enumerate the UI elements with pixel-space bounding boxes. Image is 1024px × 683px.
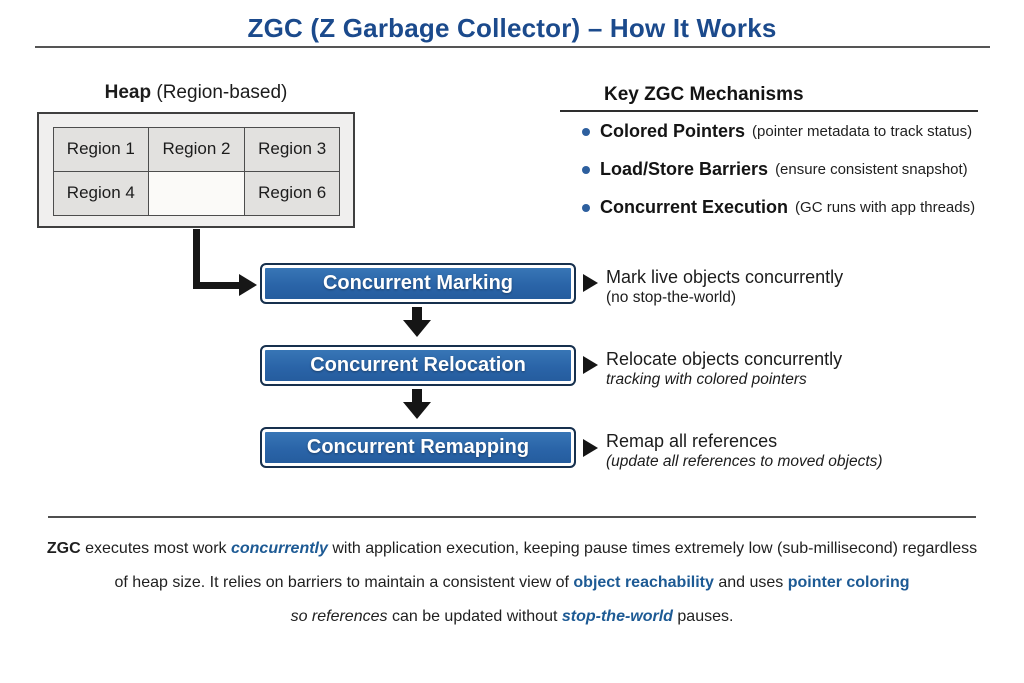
text-segment: can be updated without: [387, 608, 562, 625]
footer-paragraph-line: so references can be updated without sto…: [0, 608, 1024, 626]
flow-step-description: Relocate objects concurrently tracking w…: [606, 348, 842, 389]
elbow-arrow-vertical: [193, 229, 200, 289]
mechanism-note: (GC runs with app threads): [795, 199, 976, 216]
heap-region-cell: Region 4: [52, 170, 150, 216]
heap-region-cell: Region 2: [148, 126, 245, 172]
mechanisms-divider: [560, 110, 978, 112]
footer-paragraph-line: of heap size. It relies on barriers to m…: [0, 574, 1024, 592]
mechanism-note: (ensure consistent snapshot): [775, 161, 968, 178]
bullet-icon: [582, 127, 590, 136]
right-arrowhead-icon: [583, 356, 598, 374]
title-divider: [35, 46, 990, 48]
flow-step-concurrent-relocation: Concurrent Relocation: [260, 345, 576, 386]
heap-heading-bold: Heap: [104, 82, 152, 103]
down-arrow-icon: [403, 320, 431, 337]
text-segment: and uses: [713, 574, 788, 591]
bullet-icon: [582, 165, 590, 174]
footer-paragraph-line: ZGC executes most work concurrently with…: [0, 540, 1024, 558]
text-segment: object reachability: [573, 574, 714, 591]
down-arrow-icon: [412, 307, 422, 321]
heap-region-cell: Region 1: [52, 126, 150, 172]
mechanism-note: (pointer metadata to track status): [752, 123, 973, 140]
right-arrowhead-icon: [583, 274, 598, 292]
mechanism-label: Concurrent Execution: [600, 197, 789, 217]
mechanisms-heading: Key ZGC Mechanisms: [604, 84, 804, 105]
text-segment: ZGC: [46, 540, 81, 557]
mechanism-label: Colored Pointers: [600, 121, 746, 141]
page-title: ZGC (Z Garbage Collector) – How It Works: [247, 13, 777, 43]
flow-step-concurrent-remapping: Concurrent Remapping: [260, 427, 576, 468]
text-segment: executes most work: [80, 540, 231, 557]
elbow-arrow-horizontal: [193, 282, 239, 289]
text-segment: with application execution, keeping paus…: [327, 540, 978, 557]
mechanism-label: Load/Store Barriers: [600, 159, 769, 179]
flow-desc-line1: Remap all references: [606, 431, 778, 451]
mechanism-item: Load/Store Barriers (ensure consistent s…: [582, 159, 968, 180]
elbow-arrow-head-icon: [239, 274, 257, 296]
flow-desc-line2: (no stop-the-world): [606, 289, 737, 306]
down-arrow-icon: [412, 389, 422, 403]
text-segment: so references: [290, 608, 388, 625]
flow-step-description: Mark live objects concurrently (no stop-…: [606, 266, 843, 307]
flow-step-concurrent-marking: Concurrent Marking: [260, 263, 576, 304]
text-segment: of heap size. It relies on barriers to m…: [114, 574, 574, 591]
heap-heading-rest: (Region-based): [151, 82, 288, 103]
text-segment: concurrently: [230, 540, 328, 557]
heap-region-grid: Region 1 Region 2 Region 3 Region 4 Regi…: [52, 126, 341, 216]
heap-region-cell: Region 6: [243, 170, 341, 216]
footer-divider: [48, 516, 976, 518]
flow-desc-line1: Mark live objects concurrently: [606, 267, 844, 287]
heap-region-cell: Region 3: [243, 126, 341, 172]
text-segment: stop-the-world: [561, 608, 673, 625]
text-segment: pauses.: [672, 608, 734, 625]
flow-desc-line2: (update all references to moved objects): [606, 453, 883, 470]
right-arrowhead-icon: [583, 439, 598, 457]
bullet-icon: [582, 203, 590, 212]
mechanism-item: Concurrent Execution (GC runs with app t…: [582, 197, 975, 218]
text-segment: pointer coloring: [787, 574, 910, 591]
flow-step-description: Remap all references (update all referen…: [606, 430, 883, 471]
heap-box: Region 1 Region 2 Region 3 Region 4 Regi…: [37, 112, 355, 228]
flow-desc-line2: tracking with colored pointers: [606, 371, 807, 388]
down-arrow-icon: [403, 402, 431, 419]
heap-heading: Heap (Region-based): [37, 82, 355, 104]
mechanism-item: Colored Pointers (pointer metadata to tr…: [582, 121, 972, 142]
flow-desc-line1: Relocate objects concurrently: [606, 349, 843, 369]
heap-region-cell-empty: [148, 170, 245, 216]
